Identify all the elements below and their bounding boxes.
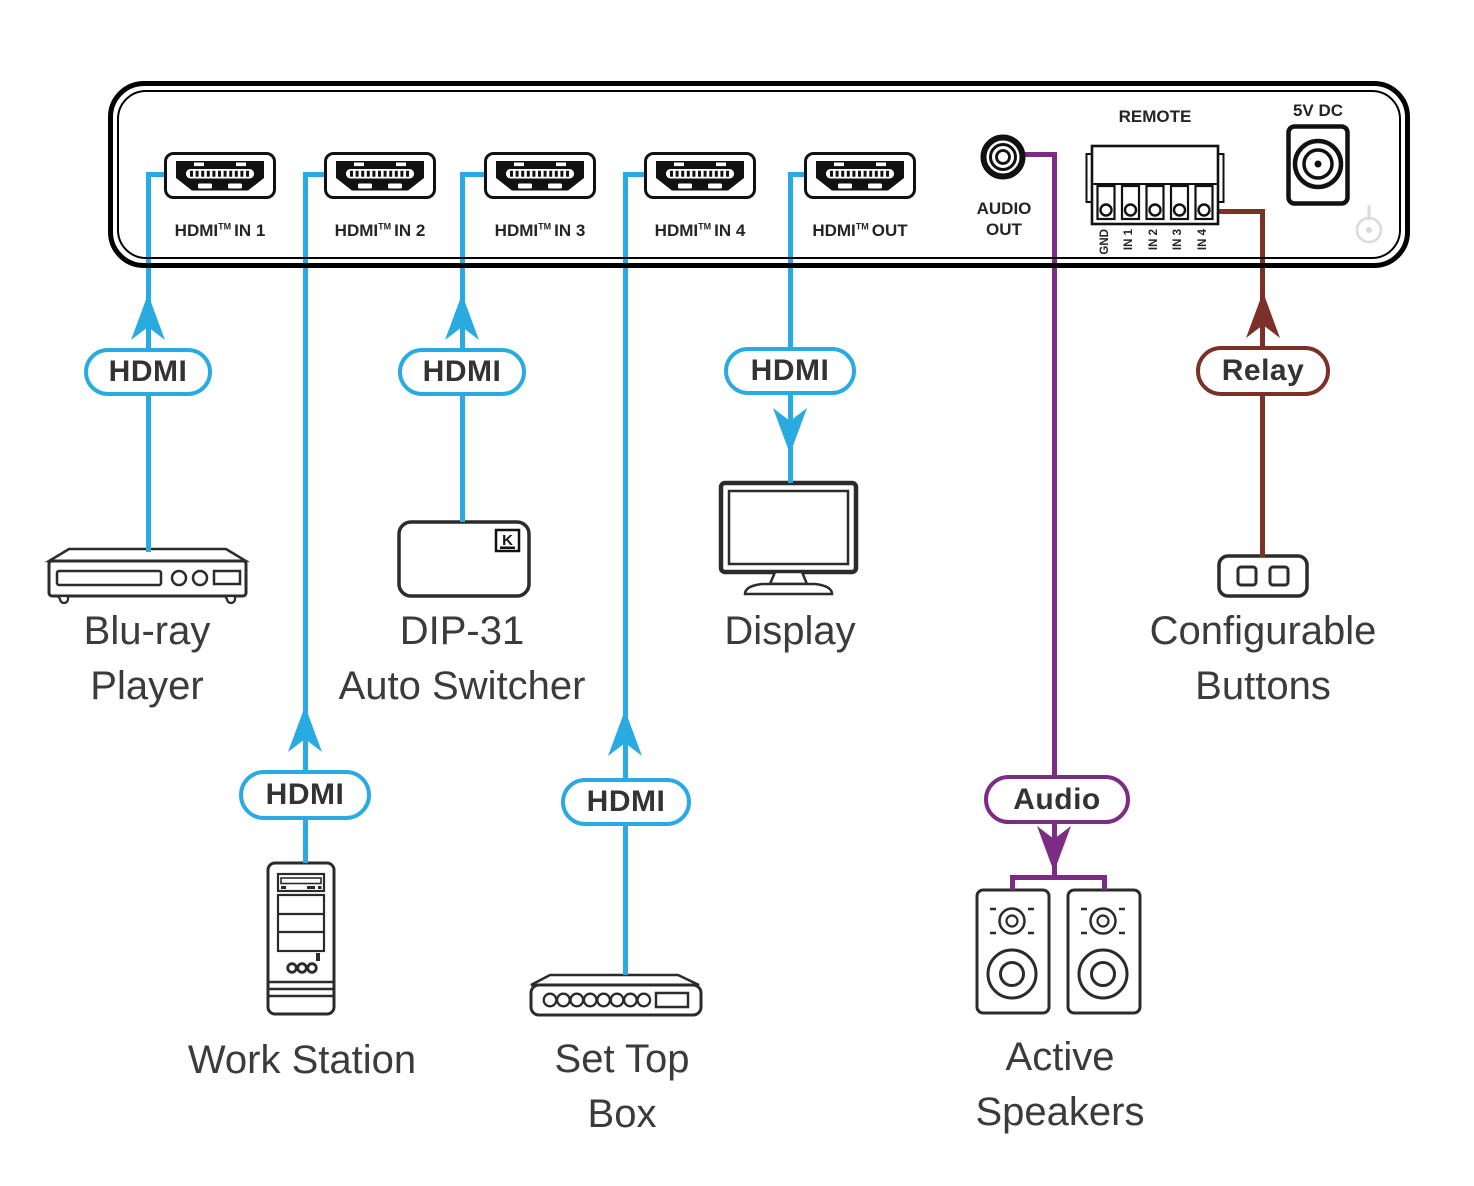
hdmi-in4-port-icon [644, 152, 756, 200]
hdmi-in3-port-icon [484, 152, 596, 200]
switcher-rear-panel [108, 81, 1410, 268]
display-label: Display [724, 609, 856, 653]
hdmi-in2-line [303, 172, 308, 863]
work-station-label: Work Station [187, 1038, 417, 1082]
audio-split-right [1102, 875, 1107, 890]
audio-split-left [1010, 875, 1015, 890]
hdmi-in4-line [623, 172, 628, 975]
remote-terminal-gnd-label: GND [1099, 229, 1111, 255]
power-connector-icon [1286, 124, 1350, 206]
dip-31-box-icon: K [397, 520, 531, 598]
hdmi-out-tag: HDMI [724, 347, 856, 395]
remote-terminal-in4-label: IN 4 [1197, 229, 1209, 251]
hdmi-in2-tag: HDMI [239, 770, 371, 820]
hdmi-in4-arrow-up [608, 710, 642, 756]
audio-split-bar [1010, 875, 1107, 880]
speaker-right-icon [1066, 888, 1142, 1015]
hdmi-in2-tag-label: HDMI [265, 778, 345, 811]
hdmi-out-tag-label: HDMI [750, 354, 830, 387]
display-icon [718, 480, 859, 596]
hdmi-in4-line-stub [623, 172, 647, 177]
hdmi-in2-port-icon [324, 152, 436, 200]
hdmi-in1-arrow-up [131, 294, 165, 340]
active-speakers-label: Active Speakers [975, 1035, 1145, 1134]
remote-terminal-in2-label: IN 2 [1148, 229, 1160, 251]
panel-inner-outline [117, 90, 1401, 259]
dip-31-label: DIP-31 Auto Switcher [338, 609, 586, 708]
relay-tag: Relay [1196, 346, 1330, 396]
remote-label: REMOTE [1118, 107, 1192, 126]
hdmi-in1-tag: HDMI [84, 348, 212, 396]
hdmi-out-line [788, 172, 793, 483]
configurable-buttons-label: Configurable Buttons [1149, 609, 1377, 708]
hdmi-out-arrow-down [773, 408, 807, 454]
set-top-box-label: Set Top Box [554, 1037, 690, 1136]
audio-arrow-down [1037, 826, 1071, 872]
power-label: 5V DC [1292, 101, 1344, 120]
hdmi-in1-port-icon [164, 152, 276, 200]
configurable-buttons-icon [1217, 554, 1309, 598]
hdmi-in4-tag-label: HDMI [586, 785, 666, 818]
blu-ray-player-label: Blu-ray Player [83, 609, 211, 708]
remote-terminal-in3-label: IN 3 [1172, 229, 1184, 251]
hdmi-in3-line [460, 172, 465, 522]
work-station-icon [266, 861, 336, 1016]
audio-out-label: AUDIO OUT [976, 199, 1032, 239]
blu-ray-player-icon [44, 547, 249, 604]
hdmi-out-line-stub [788, 172, 807, 177]
audio-line-stub [1024, 152, 1055, 157]
standby-power-icon [1355, 205, 1383, 244]
hdmi-in3-arrow-up [445, 294, 479, 340]
hdmi-in4-tag: HDMI [561, 778, 691, 826]
hdmi-in1-line-stub [146, 172, 168, 177]
hdmi-in3-tag: HDMI [398, 348, 526, 396]
remote-terminal-in1-label: IN 1 [1123, 229, 1135, 251]
hdmi-in1-tag-label: HDMI [108, 355, 188, 388]
remote-terminal-block-icon [1085, 144, 1225, 226]
hdmi-in3-line-stub [460, 172, 487, 177]
set-top-box-icon [529, 973, 703, 1017]
hdmi-out-port-icon [804, 152, 916, 200]
audio-tag: Audio [984, 775, 1130, 824]
relay-line-stub [1216, 209, 1265, 214]
relay-tag-label: Relay [1221, 354, 1305, 387]
audio-tag-label: Audio [1013, 782, 1101, 816]
hdmi-in3-tag-label: HDMI [422, 355, 502, 388]
kramer-logo-letter: K [502, 532, 513, 549]
hdmi-in2-line-stub [303, 172, 327, 177]
audio-out-jack-icon [980, 134, 1026, 180]
relay-arrow-up [1246, 292, 1280, 338]
speaker-left-icon [975, 888, 1051, 1015]
audio-line [1052, 152, 1057, 878]
hdmi-in2-arrow-up [288, 706, 322, 752]
